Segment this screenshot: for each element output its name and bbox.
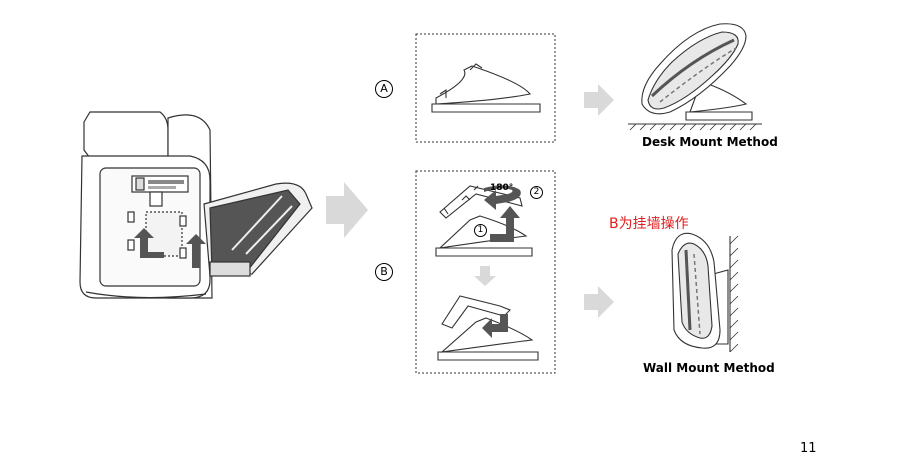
stand-illustration-b (435, 185, 539, 361)
wall-mount-phone (671, 232, 739, 353)
step-two-marker: 2 (530, 186, 543, 199)
stand-illustration-a (431, 63, 541, 113)
phone-back-illustration (79, 111, 313, 299)
desk-mount-phone (628, 23, 762, 131)
up-arrow-step1 (490, 206, 520, 242)
insert-arrow (482, 314, 508, 338)
step-one-marker: 1 (474, 224, 487, 237)
option-a-marker: A (375, 80, 393, 98)
rotation-label: 180° (490, 183, 514, 193)
desk-mount-label: Desk Mount Method (642, 135, 778, 149)
down-arrow (474, 266, 496, 286)
wall-mount-label: Wall Mount Method (643, 361, 775, 375)
big-right-arrow (326, 182, 368, 238)
wall-mount-annotation: B为挂墙操作 (609, 216, 689, 232)
page-number: 11 (800, 441, 817, 455)
small-right-arrow-a (584, 84, 614, 116)
option-b-marker: B (375, 263, 393, 281)
option-a-box (415, 33, 556, 143)
rotate-arrow (484, 185, 521, 210)
small-right-arrow-b (584, 286, 614, 318)
